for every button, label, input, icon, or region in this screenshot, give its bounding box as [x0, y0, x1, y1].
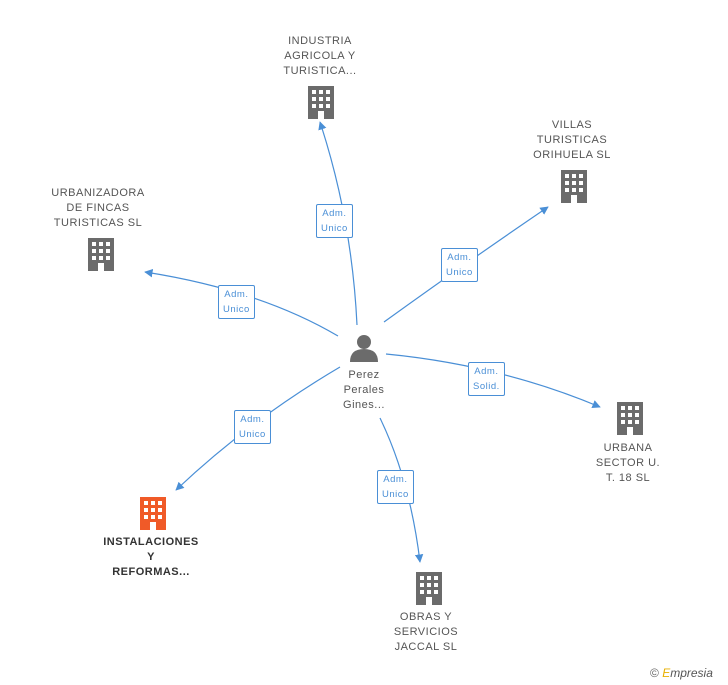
company-label-urbanizadora[interactable]: URBANIZADORA DE FINCAS TURISTICAS SL	[51, 187, 145, 229]
brand-footer: © Empresia	[650, 666, 713, 680]
edge-label-urbanizadora: Adm. Unico	[218, 285, 255, 319]
building-icon[interactable]	[306, 86, 336, 124]
company-label-obras[interactable]: OBRAS Y SERVICIOS JACCAL SL	[393, 611, 459, 653]
company-label-instalaciones[interactable]: INSTALACIONES Y REFORMAS...	[103, 536, 199, 578]
edge-label-villas: Adm. Unico	[441, 248, 478, 282]
building-icon[interactable]	[86, 238, 116, 276]
company-label-industria[interactable]: INDUSTRIA AGRICOLA Y TURISTICA...	[283, 35, 357, 77]
copyright-icon: ©	[650, 666, 659, 680]
building-icon-highlight[interactable]	[138, 497, 168, 535]
edge-label-urbana: Adm. Solid.	[468, 362, 505, 396]
person-icon	[350, 335, 378, 362]
edge-label-obras: Adm. Unico	[377, 470, 414, 504]
building-icon[interactable]	[559, 170, 589, 208]
brand-name: mpresia	[670, 666, 713, 680]
brand-initial: E	[662, 666, 671, 680]
company-label-villas[interactable]: VILLAS TURISTICAS ORIHUELA SL	[533, 119, 611, 161]
person-label[interactable]: Perez Perales Gines...	[343, 369, 385, 411]
building-icon[interactable]	[615, 402, 645, 440]
building-icon[interactable]	[414, 572, 444, 610]
edge-label-industria: Adm. Unico	[316, 204, 353, 238]
company-label-urbana[interactable]: URBANA SECTOR U. T. 18 SL	[595, 442, 661, 484]
edge-label-instalaciones: Adm. Unico	[234, 410, 271, 444]
